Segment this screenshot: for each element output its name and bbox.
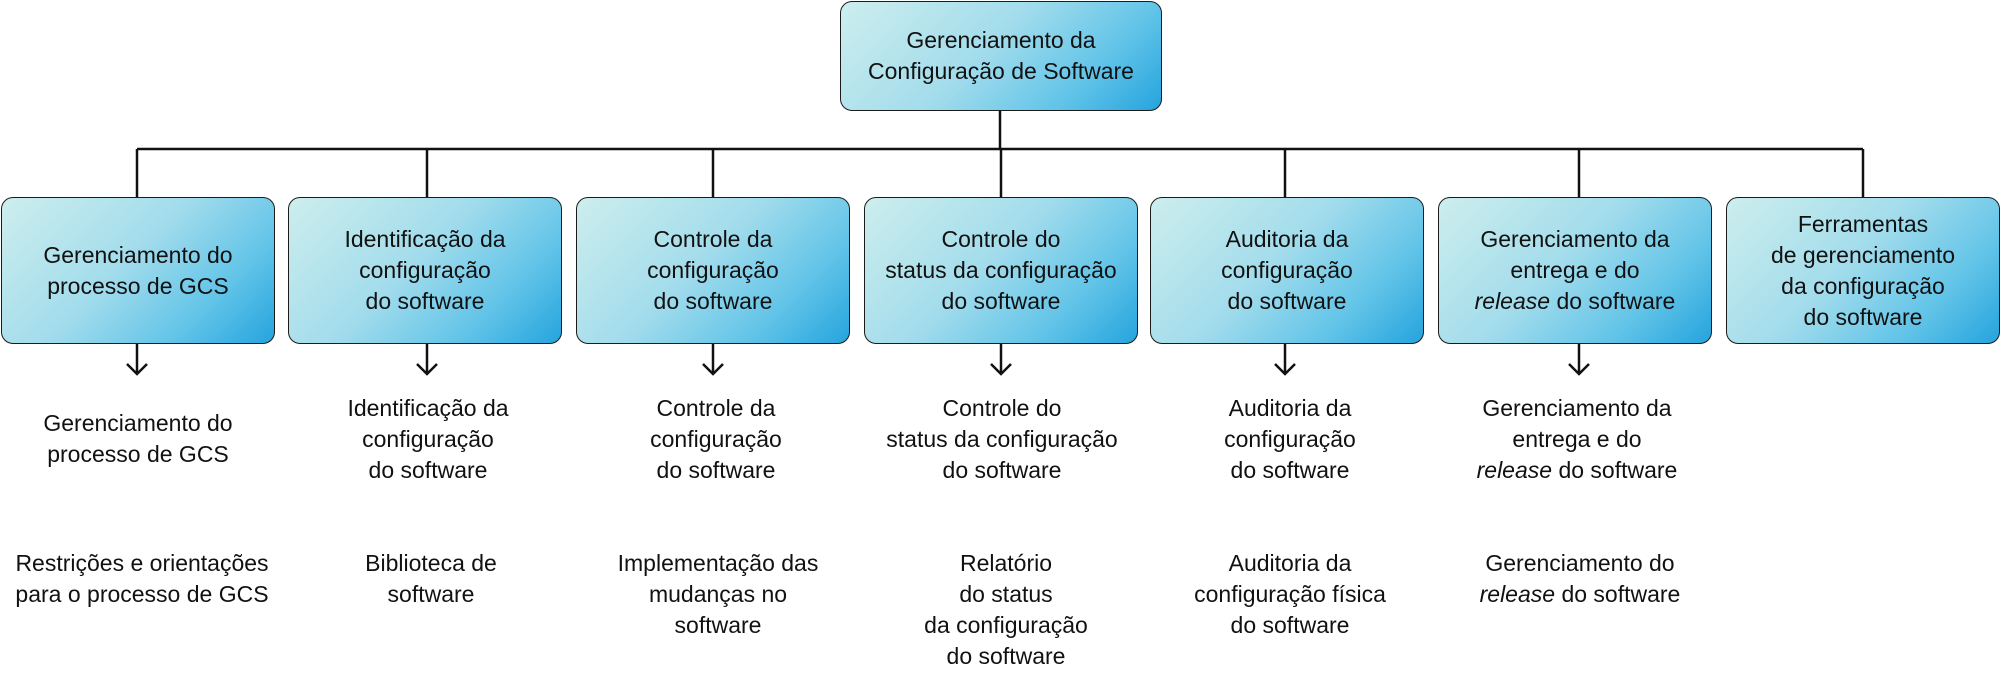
item-controle-configuracao: Controle da configuração do software (650, 395, 782, 483)
node-label-tail: do software (1550, 288, 1676, 314)
item-restricoes-orientacoes: Restrições e orientações para o processo… (15, 550, 269, 607)
node-label: Gerenciamento da entrega e do (1480, 226, 1670, 283)
root-node: Gerenciamento da Configuração de Softwar… (840, 1, 1162, 111)
item-relatorio-status: Relatório do status da configuração do s… (924, 550, 1088, 669)
node-auditoria: Auditoria da configuração do software (1150, 197, 1424, 344)
node-controle-status: Controle do status da configuração do so… (864, 197, 1138, 344)
node-ferramentas: Ferramentas de gerenciamento da configur… (1726, 197, 2000, 344)
arrow-head (416, 363, 438, 376)
arrow-head (702, 363, 724, 376)
node-identificacao: Identificação da configuração do softwar… (288, 197, 562, 344)
node-label: Auditoria da configuração do software (1221, 226, 1353, 314)
arrow-head (126, 363, 148, 376)
item-auditoria: Auditoria da configuração do software (1224, 395, 1356, 483)
node-label: Identificação da configuração do softwar… (344, 226, 506, 314)
item-auditoria-fisica: Auditoria da configuração física do soft… (1194, 550, 1386, 638)
item-implementacao-mudancas: Implementação das mudanças no software (617, 550, 819, 638)
item-controle-status: Controle do status da configuração do so… (886, 395, 1118, 483)
node-entrega-release: Gerenciamento da entrega e do release do … (1438, 197, 1712, 344)
arrow-head (1568, 363, 1590, 376)
node-label-italic: release (1474, 288, 1551, 314)
item-processo-gcs: Gerenciamento do processo de GCS (43, 410, 233, 467)
arrow-head (990, 363, 1012, 376)
node-controle-configuracao: Controle da configuração do software (576, 197, 850, 344)
node-processo-gcs: Gerenciamento do processo de GCS (1, 197, 275, 344)
item-biblioteca-software: Biblioteca de software (365, 550, 497, 607)
node-label: Controle da configuração do software (647, 226, 779, 314)
node-label: Controle do status da configuração do so… (885, 226, 1117, 314)
arrow-head (1274, 363, 1296, 376)
node-label: Gerenciamento do processo de GCS (43, 241, 233, 299)
node-label: Ferramentas de gerenciamento da configur… (1770, 210, 1956, 330)
item-identificacao: Identificação da configuração do softwar… (347, 395, 509, 483)
